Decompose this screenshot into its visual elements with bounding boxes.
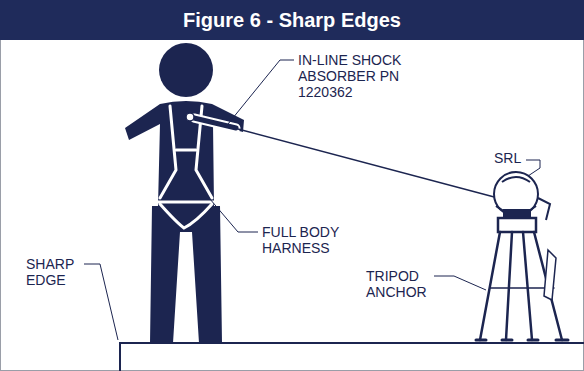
ledge bbox=[120, 343, 584, 371]
tripod-anchor bbox=[476, 218, 568, 340]
part-label: TRIPOD ANCHOR bbox=[366, 268, 432, 300]
part-label: IN-LINE SHOCK ABSORBER PN 1220362 bbox=[298, 52, 410, 100]
part-label: SRL bbox=[494, 150, 524, 166]
lifeline bbox=[238, 129, 498, 198]
title-band: Figure 6 - Sharp Edges bbox=[0, 0, 584, 40]
part-label: SHARP EDGE bbox=[26, 256, 82, 288]
worker-figure bbox=[125, 43, 244, 343]
figure-title: Figure 6 - Sharp Edges bbox=[183, 9, 401, 32]
leader-lines bbox=[84, 60, 540, 340]
part-label: FULL BODY HARNESS bbox=[262, 224, 354, 256]
srl-unit bbox=[494, 172, 550, 220]
shock-absorber bbox=[186, 113, 236, 128]
